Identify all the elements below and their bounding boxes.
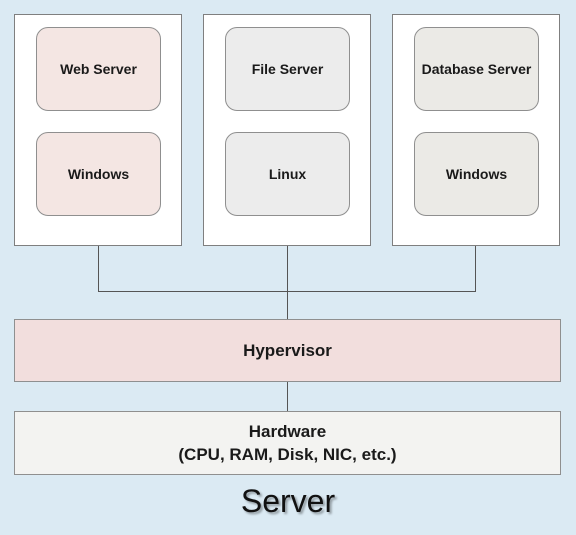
- vm-web-server: Web Server Windows: [14, 14, 182, 246]
- hypervisor-layer: Hypervisor: [14, 319, 561, 382]
- app-box-database-server: Database Server: [414, 27, 539, 111]
- os-box-windows: Windows: [414, 132, 539, 216]
- hypervisor-label: Hypervisor: [243, 340, 332, 360]
- hardware-title: Hardware: [248, 422, 327, 441]
- app-label: Web Server: [60, 61, 137, 77]
- os-label: Windows: [445, 166, 508, 182]
- os-label: Windows: [67, 166, 130, 182]
- server-label: Server: [240, 483, 336, 519]
- vm-file-server: File Server Linux: [203, 14, 371, 246]
- app-box-file-server: File Server: [225, 27, 350, 111]
- vm-database-server: Database Server Windows: [392, 14, 560, 246]
- os-label: Linux: [268, 166, 307, 182]
- os-box-windows: Windows: [36, 132, 161, 216]
- app-box-web-server: Web Server: [36, 27, 161, 111]
- hardware-layer: Hardware (CPU, RAM, Disk, NIC, etc.): [14, 411, 561, 475]
- app-label: File Server: [251, 61, 324, 77]
- app-label: Database Server: [421, 61, 532, 77]
- hardware-detail: (CPU, RAM, Disk, NIC, etc.): [178, 445, 397, 464]
- os-box-linux: Linux: [225, 132, 350, 216]
